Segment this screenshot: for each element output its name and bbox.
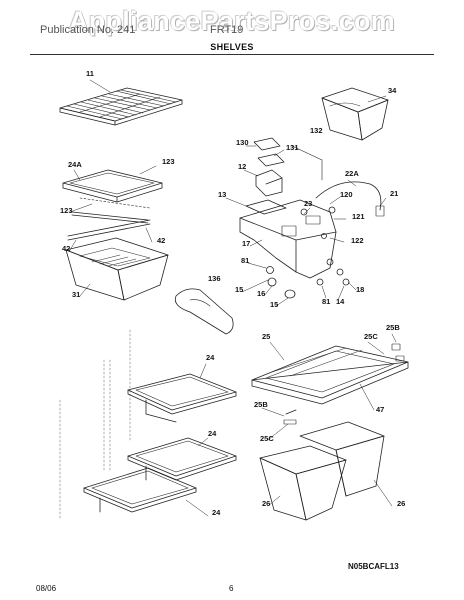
- part-label-122: 122: [351, 236, 364, 245]
- part-label-81: 81: [241, 256, 249, 265]
- part-label-25C: 25C: [260, 434, 274, 443]
- upper-glass-shelf-part[interactable]: [62, 169, 163, 224]
- part-label-26: 26: [397, 499, 405, 508]
- wall-rails: [59, 329, 131, 521]
- part-label-121: 121: [352, 212, 365, 221]
- part-label-17: 17: [242, 239, 250, 248]
- part-label-25: 25: [262, 332, 270, 341]
- crisper-pan-right-part[interactable]: [299, 421, 385, 497]
- part-label-22A: 22A: [345, 169, 359, 178]
- part-label-42: 42: [157, 236, 165, 245]
- part-label-14: 14: [336, 297, 345, 306]
- crisper-pan-left-part[interactable]: [259, 445, 347, 521]
- part-label-120: 120: [340, 190, 353, 199]
- part-label-13: 13: [218, 190, 226, 199]
- part-label-25C: 25C: [364, 332, 378, 341]
- control-housing-part[interactable]: [239, 137, 385, 299]
- part-label-25B: 25B: [386, 323, 400, 332]
- part-label-16: 16: [257, 289, 265, 298]
- watermark: AppliancePartsPros.com: [68, 6, 396, 36]
- page-title: SHELVES: [210, 42, 254, 52]
- part-label-136: 136: [208, 274, 221, 283]
- wire-shelf-part[interactable]: [59, 87, 183, 126]
- publication-label: Publication No. 241: [40, 24, 136, 36]
- part-label-81: 81: [322, 297, 330, 306]
- header-row: Publication No. 241 FRT19: [0, 24, 464, 38]
- part-label-132: 132: [310, 126, 323, 135]
- part-label-26: 26: [262, 499, 270, 508]
- part-label-24: 24: [208, 429, 217, 438]
- crisper-pan-part[interactable]: [65, 219, 169, 301]
- part-label-131: 131: [286, 143, 299, 152]
- model-label: FRT19: [210, 24, 244, 36]
- part-label-123: 123: [60, 206, 73, 215]
- part-label-15: 15: [270, 300, 278, 309]
- lamp-shield-part[interactable]: [174, 288, 234, 335]
- footer-page: 6: [229, 584, 234, 593]
- diagram-code: N05BCAFL13: [348, 562, 399, 571]
- part-label-24A: 24A: [68, 160, 82, 169]
- part-label-15: 15: [235, 285, 243, 294]
- leader-lines: [69, 79, 397, 517]
- header-divider: [30, 54, 434, 55]
- part-label-47: 47: [376, 405, 384, 414]
- dairy-bin-part[interactable]: [321, 87, 389, 141]
- part-label-31: 31: [72, 290, 80, 299]
- cantilever-shelf-1-part[interactable]: [127, 373, 237, 423]
- part-label-42: 42: [62, 244, 70, 253]
- part-label-23: 23: [304, 199, 312, 208]
- part-label-18: 18: [356, 285, 364, 294]
- part-label-21: 21: [390, 189, 398, 198]
- cantilever-shelf-3-part[interactable]: [83, 467, 197, 513]
- part-label-34: 34: [388, 86, 397, 95]
- part-label-11: 11: [86, 69, 94, 78]
- part-label-12: 12: [238, 162, 246, 171]
- cantilever-shelf-2-part[interactable]: [127, 437, 237, 481]
- footer-date: 08/06: [36, 584, 57, 593]
- part-label-123: 123: [162, 157, 175, 166]
- crisper-cover-part[interactable]: [251, 343, 409, 425]
- part-label-25B: 25B: [254, 400, 268, 409]
- part-label-24: 24: [212, 508, 221, 517]
- part-label-24: 24: [206, 353, 215, 362]
- part-label-130: 130: [236, 138, 249, 147]
